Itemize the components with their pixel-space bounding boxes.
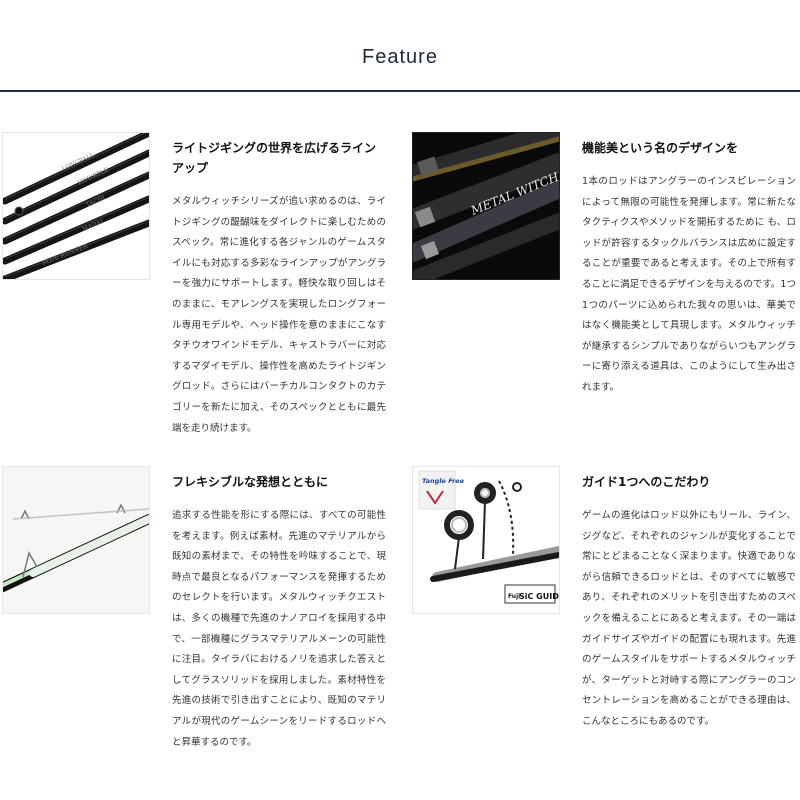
feature-heading: ガイド1つへのこだわり (582, 475, 711, 489)
rod-lineup-image: LONGFALL HOWRTLE TACHI MADAI BLUE RUNNER (2, 132, 150, 280)
rod-design-image: METAL WITCH (412, 132, 560, 280)
tangle-free-logo: Tangle Free (422, 477, 465, 485)
feature-heading: ライトジギングの世界を広げるラインアップ (172, 141, 377, 175)
feature-body: メタルウィッチシリーズが追い求めるのは、ライトジギングの醍醐味をダイレクトに楽し… (172, 196, 386, 434)
sic-guide-logo: SiC GUIDE (519, 592, 559, 601)
feature-body: 追求する性能を形にする際には、すべての可能性を考えます。例えば素材。先進のマテリ… (172, 510, 386, 748)
rod-label-blue-runner: BLUE RUNNER (41, 243, 89, 267)
title-divider (0, 90, 800, 92)
feature-heading: 機能美という名のデザインを (582, 141, 739, 155)
fuji-guide-image: Tangle Free Fuji SiC GUIDE (412, 466, 560, 614)
glass-solid-tip-image (2, 466, 150, 614)
page-title: Feature (362, 46, 438, 68)
feature-body: ゲームの進化はロッド以外にもリール、ライン、ジグなど、それぞれのジャンルが変化す… (582, 510, 796, 727)
fuji-logo: Fuji (508, 593, 520, 600)
feature-heading: フレキシブルな発想とともに (172, 475, 329, 489)
feature-body: 1本のロッドはアングラーのインスピレーションによって無限の可能性を発揮します。常… (582, 176, 796, 393)
